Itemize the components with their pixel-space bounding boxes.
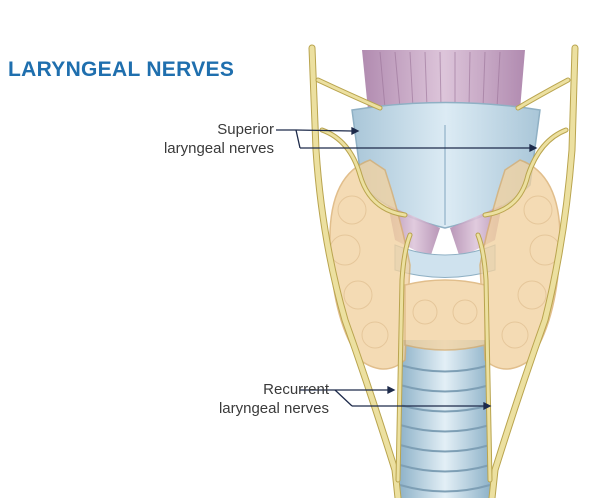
label-superior-line1: Superior (217, 121, 274, 138)
label-superior-laryngeal-nerves: Superior laryngeal nerves (164, 120, 274, 158)
diagram-title: LARYNGEAL NERVES (8, 58, 235, 81)
label-recurrent-line2: laryngeal nerves (218, 400, 329, 417)
cricothyroid-muscle (388, 205, 502, 258)
nerves (308, 44, 579, 498)
label-superior-line2: laryngeal nerves (163, 140, 274, 157)
trachea (399, 340, 491, 498)
pharyngeal-muscle (362, 50, 525, 110)
leader-lines (276, 126, 538, 411)
label-recurrent-line1: Recurrent (263, 381, 329, 398)
label-recurrent-laryngeal-nerves: Recurrent laryngeal nerves (219, 380, 329, 418)
